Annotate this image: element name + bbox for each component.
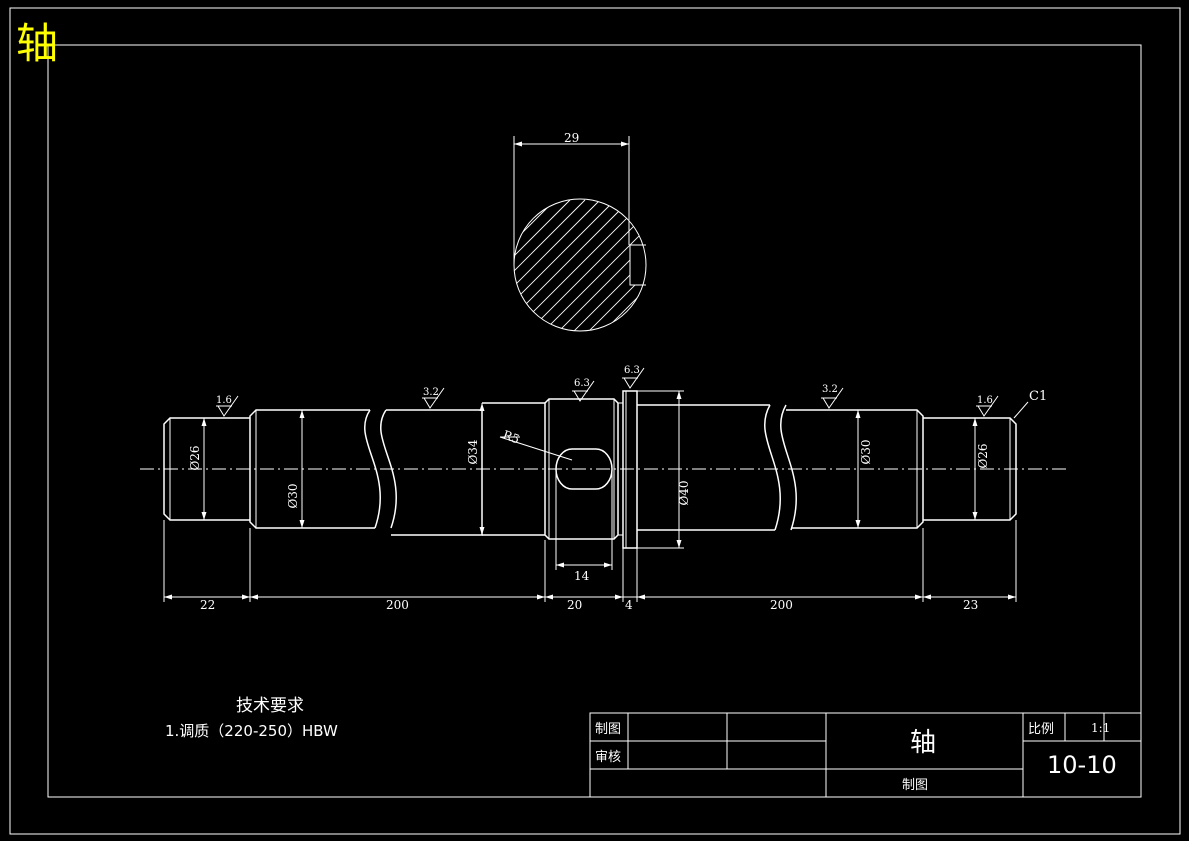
dim-d40: Ø40 [677, 480, 691, 505]
dim-len-23: 23 [963, 598, 978, 612]
svg-text:1.6: 1.6 [216, 395, 232, 406]
notes-line1: 1.调质（220-250）HBW [165, 722, 338, 740]
svg-text:3.2: 3.2 [822, 384, 838, 395]
dim-chamfer: C1 [1029, 389, 1047, 404]
svg-text:6.3: 6.3 [574, 378, 590, 389]
roughness-symbol: 3.2 [821, 384, 844, 409]
roughness-symbol: 1.6 [216, 395, 239, 417]
outer-frame [9, 7, 1181, 835]
section-view: 29 [513, 131, 647, 332]
inner-frame [47, 44, 1142, 798]
header-label: 轴 [16, 19, 58, 68]
svg-text:1.6: 1.6 [977, 395, 993, 406]
dim-d30-left: Ø30 [286, 483, 300, 508]
roughness-symbol: 1.6 [976, 395, 999, 417]
dim-d26-right: Ø26 [976, 443, 990, 468]
drawn-by-label: 制图 [595, 722, 621, 737]
dim-keyway: 14 [574, 569, 590, 583]
dim-len-200b: 200 [770, 598, 793, 612]
roughness-symbol: 3.2 [422, 387, 445, 409]
title-block: 制图 审核 轴 制图 比例 1:1 10-10 [589, 712, 1142, 798]
notes-title: 技术要求 [236, 696, 304, 716]
dim-len-4: 4 [625, 598, 633, 612]
dim-len-20: 20 [567, 598, 582, 612]
dim-d34: Ø34 [466, 439, 480, 464]
dim-d26-left: Ø26 [188, 445, 202, 470]
checked-by-label: 审核 [595, 750, 621, 765]
footer-drawn-label: 制图 [902, 778, 928, 793]
dim-len-22: 22 [200, 598, 215, 612]
scale-value: 1:1 [1091, 721, 1110, 735]
shaft-view: Ø26 Ø30 Ø34 Ø40 Ø30 Ø26 R5 C1 14 [140, 365, 1070, 612]
svg-text:3.2: 3.2 [423, 387, 439, 398]
svg-text:6.3: 6.3 [624, 365, 640, 376]
roughness-symbol: 6.3 [572, 378, 595, 402]
dim-radius: R5 [501, 428, 521, 447]
part-name: 轴 [910, 728, 936, 758]
section-hatching [514, 199, 646, 331]
scale-label: 比例 [1028, 722, 1054, 737]
roughness-symbol: 6.3 [622, 365, 645, 389]
dim-d30-right: Ø30 [859, 439, 873, 464]
drawing-number: 10-10 [1047, 751, 1117, 779]
section-width-dim: 29 [564, 131, 579, 145]
dim-len-200a: 200 [386, 598, 409, 612]
